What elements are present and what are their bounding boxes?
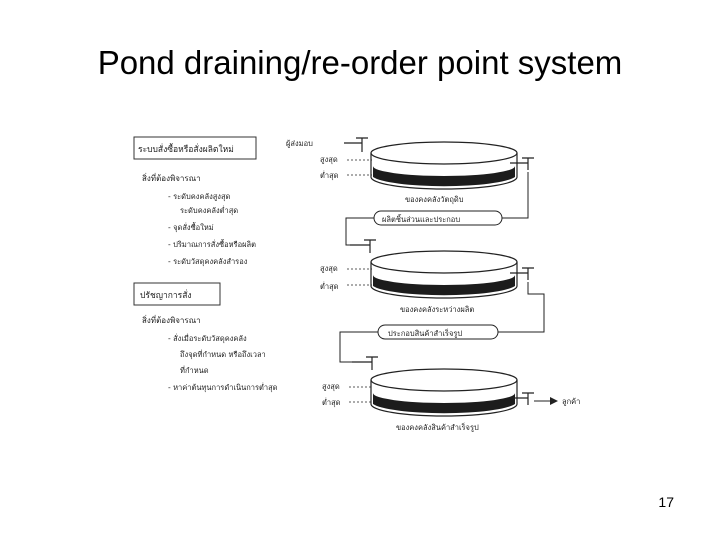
pond-wip: สูงสุด ต่ำสุด xyxy=(320,250,518,299)
faucet-icon xyxy=(344,137,368,152)
faucet-icon xyxy=(510,157,534,170)
pipe-assembly: ประกอบสินค้าสำเร็จรูป xyxy=(377,324,499,340)
faucet-icon xyxy=(510,267,534,280)
finished-goods-caption: ของคงคลังสินค้าสำเร็จรูป xyxy=(396,422,479,432)
raw-material-caption: ของคงคลังวัตถุดิบ xyxy=(405,195,464,204)
customer-label: ลูกค้า xyxy=(562,397,580,406)
box-ordering-system xyxy=(133,136,257,160)
section2-item: - สั่งเมื่อระดับวัสดุคงคลัง xyxy=(168,333,247,343)
section2-heading: สิ่งที่ต้องพิจารณา xyxy=(142,314,201,325)
faucet-icon xyxy=(510,392,534,405)
section1-item: - จุดสั่งซื้อใหม่ xyxy=(168,222,214,232)
pond-high-label: สูงสุด xyxy=(320,264,338,273)
section2-item: - หาค่าต้นทุนการดำเนินการต่ำสุด xyxy=(168,382,278,392)
slide-title: Pond draining/re-order point system xyxy=(97,44,623,81)
section1-item: ระดับคงคลังต่ำสุด xyxy=(180,205,238,215)
section1-heading: สิ่งที่ต้องพิจารณา xyxy=(142,172,201,183)
section1-item: - ระดับวัสดุคงคลังสำรอง xyxy=(168,257,248,266)
wip-caption: ของคงคลังระหว่างผลิต xyxy=(400,305,474,314)
box-order-philosophy xyxy=(133,282,221,306)
assembly-label: ประกอบสินค้าสำเร็จรูป xyxy=(388,328,462,338)
section1-item: - ระดับคงคลังสูงสุด xyxy=(168,192,231,201)
faucet-icon xyxy=(350,239,376,253)
right-panel: ผู้ส่งมอบ สูงสุด ต่ำสุด ของคงคลังวัตถุดิ… xyxy=(286,137,580,432)
pipe-wip-process: ผลิตชิ้นส่วนและประกอบ xyxy=(373,210,503,226)
supplier-label: ผู้ส่งมอบ xyxy=(286,139,313,148)
section2-item: ถึงจุดที่กำหนด หรือถึงเวลา xyxy=(180,349,266,359)
pond-low-label: ต่ำสุด xyxy=(320,170,339,180)
section2-item: ที่กำหนด xyxy=(180,365,209,375)
pond-low-label: ต่ำสุด xyxy=(322,397,341,407)
box-order-philosophy-title: ปรัชญาการสั่ง xyxy=(140,289,192,301)
faucet-icon xyxy=(352,356,378,370)
pond-raw-material: สูงสุด ต่ำสุด xyxy=(320,141,518,190)
pond-finished-goods: สูงสุด ต่ำสุด xyxy=(322,368,518,417)
left-panel: ระบบสั่งซื้อหรือสั่งผลิตใหม่ สิ่งที่ต้อง… xyxy=(133,136,278,392)
pond-low-label: ต่ำสุด xyxy=(320,281,339,291)
page-number: 17 xyxy=(658,494,674,510)
pond-high-label: สูงสุด xyxy=(320,155,338,164)
box-ordering-system-title: ระบบสั่งซื้อหรือสั่งผลิตใหม่ xyxy=(138,143,234,155)
pond-high-label: สูงสุด xyxy=(322,382,340,391)
section1-item: - ปริมาณการสั่งซื้อหรือผลิต xyxy=(168,239,256,249)
wip-process-label: ผลิตชิ้นส่วนและประกอบ xyxy=(382,214,460,224)
